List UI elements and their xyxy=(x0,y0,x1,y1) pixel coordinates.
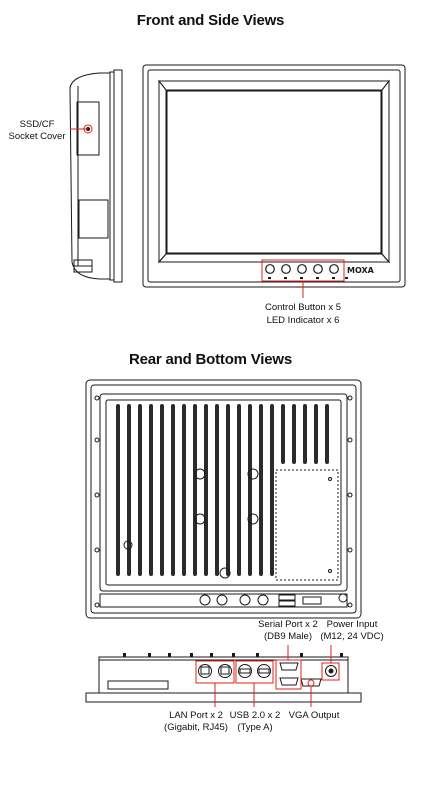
heatsink-fin xyxy=(281,404,285,464)
rear-ports-top xyxy=(199,593,348,607)
led-indicator xyxy=(284,277,287,279)
heatsink-fin xyxy=(127,404,131,576)
heatsink-fin xyxy=(160,404,164,576)
led-indicator xyxy=(268,277,271,279)
heatsink-fin xyxy=(248,404,252,576)
ssd-cf-label-line2: Socket Cover xyxy=(8,131,66,142)
heatsink-fin xyxy=(149,404,153,576)
lan-port xyxy=(198,664,212,678)
heatsink-fin xyxy=(325,404,329,464)
heatsink-fin xyxy=(259,404,263,576)
usb-callout-box xyxy=(235,660,274,684)
ssd-cf-label-line1: SSD/CF xyxy=(19,119,55,130)
lan-port xyxy=(218,664,232,678)
led-indicator xyxy=(300,277,303,279)
bottom-view xyxy=(85,656,362,703)
heatsink-fin xyxy=(226,404,230,576)
heatsink-fin xyxy=(182,404,186,576)
lan-callout-box xyxy=(195,660,235,684)
serial-port-label-line2: (DB9 Male) xyxy=(263,631,313,642)
vga-port xyxy=(300,678,322,687)
heatsink-fin xyxy=(292,404,296,464)
brand-logo: MOXA xyxy=(347,266,375,275)
front-view xyxy=(142,64,406,288)
control-button-label: Control Button x 5 xyxy=(264,302,342,313)
heatsink-fins xyxy=(116,404,329,576)
heatsink-fin xyxy=(138,404,142,576)
side-view xyxy=(69,69,123,283)
bottom-studs xyxy=(123,653,343,657)
serial-ports xyxy=(279,662,299,686)
power-input-label-line2: (M12, 24 VDC) xyxy=(320,631,384,642)
usb-label-line2: (Type A) xyxy=(237,722,273,733)
lan-ports xyxy=(198,664,232,678)
led-indicator xyxy=(332,277,335,279)
led-indicator xyxy=(345,277,348,279)
front-side-views-title: Front and Side Views xyxy=(136,12,285,29)
led-indicator xyxy=(316,277,319,279)
control-button xyxy=(297,264,307,274)
led-indicators xyxy=(268,277,348,279)
heatsink-fin xyxy=(116,404,120,576)
control-button xyxy=(329,264,339,274)
heatsink-fin xyxy=(204,404,208,576)
vga-output-label: VGA Output xyxy=(288,710,340,721)
control-button xyxy=(313,264,323,274)
rear-view xyxy=(85,379,362,619)
lan-port-label-line2: (Gigabit, RJ45) xyxy=(164,722,228,733)
rear-bottom-views-title: Rear and Bottom Views xyxy=(128,351,293,368)
led-indicator-label: LED Indicator x 6 xyxy=(266,315,340,326)
usb-ports xyxy=(238,664,271,678)
lan-port-label-line1: LAN Port x 2 xyxy=(169,710,223,721)
rear-mount-holes xyxy=(94,395,353,608)
power-port-pin xyxy=(328,668,334,674)
serial-port-label-line1: Serial Port x 2 xyxy=(258,619,318,630)
power-port xyxy=(325,665,337,677)
usb-port xyxy=(238,664,252,678)
heatsink-fin xyxy=(314,404,318,464)
vga-callout-dot xyxy=(307,679,315,687)
heatsink-fin xyxy=(215,404,219,576)
heatsink-fin xyxy=(303,404,307,464)
heatsink-fin xyxy=(270,404,274,576)
usb-port xyxy=(257,664,271,678)
power-input-label-line1: Power Input xyxy=(326,619,378,630)
heatsink-fin xyxy=(171,404,175,576)
bottom-callouts xyxy=(195,645,340,707)
usb-label-line1: USB 2.0 x 2 xyxy=(229,710,281,721)
heatsink-fin xyxy=(193,404,197,576)
serial-port xyxy=(279,662,299,671)
control-buttons xyxy=(265,264,339,274)
control-button xyxy=(265,264,275,274)
serial-port xyxy=(279,677,299,686)
heatsink-fin xyxy=(237,404,241,576)
control-button xyxy=(281,264,291,274)
